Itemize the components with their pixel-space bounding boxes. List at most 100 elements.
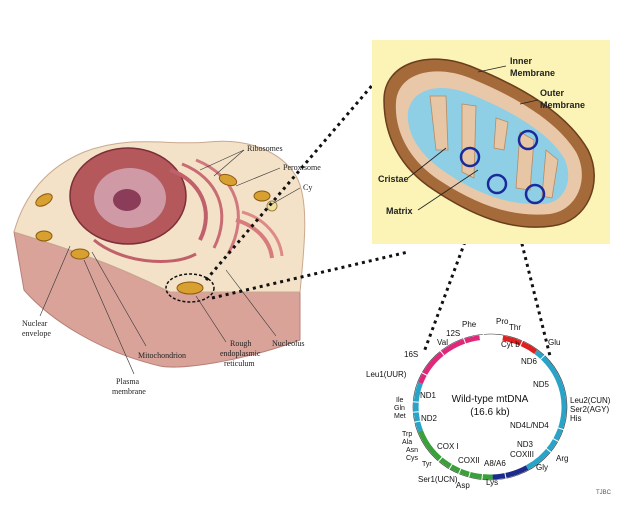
gene-nd5: ND5 (533, 380, 550, 389)
ring-segment-nd-right (525, 349, 567, 470)
ring-segment-dloop (479, 334, 504, 341)
label-inner-membrane-1: Inner (510, 56, 533, 66)
ring-segment-atp (492, 465, 529, 480)
zoom-lines (204, 47, 552, 357)
peroxisome-shape (266, 200, 278, 212)
label-nuclear-envelope-1: Nuclear (22, 319, 48, 328)
gene-nd1: ND1 (420, 391, 437, 400)
mtdna-ring (412, 333, 568, 481)
gene-phe: Phe (462, 320, 477, 329)
gene-thr: Thr (509, 323, 521, 332)
gene-asp: Asp (456, 481, 470, 490)
gene-nd3: ND3 (517, 440, 534, 449)
gene-trp: Trp (402, 431, 412, 438)
cell-mito-5 (176, 281, 204, 295)
gene-ser1: Ser1(UCN) (418, 475, 458, 484)
mito-leader-lines (407, 65, 539, 211)
trna-tick-16 (412, 411, 421, 413)
label-cy: Cy (303, 183, 312, 192)
trna-tick-17 (412, 401, 421, 403)
gene-ile: Ile (396, 397, 404, 404)
mitochondrion-panel: Inner Membrane Outer Membrane Cristae Ma… (372, 40, 610, 244)
er-fold-4 (93, 238, 197, 264)
label-mitochondrion: Mitochondrion (138, 351, 186, 360)
er-fold-2 (181, 162, 224, 249)
gene-12s: 12S (446, 329, 460, 338)
gene-cox3: COXIII (510, 450, 534, 459)
nucleolus-shape (113, 189, 141, 211)
gene-val: Val (437, 338, 448, 347)
cell-mito-2 (70, 248, 90, 260)
gene-gln: Gln (394, 405, 405, 412)
gene-tyr: Tyr (422, 461, 432, 468)
mito-markers (459, 129, 546, 205)
golgi-2 (241, 210, 284, 257)
gene-cytb: Cyt b (501, 340, 520, 349)
cell-illustration: Ribosomes Peroxisome Cy Nuclear envelope… (13, 140, 321, 396)
trna-tick-2 (462, 337, 467, 346)
trna-tick-3 (482, 333, 485, 342)
gene-glu: Glu (548, 338, 560, 347)
ring-segment-rrna (418, 335, 481, 385)
label-matrix: Matrix (386, 206, 413, 216)
ring-segment-nd-left (413, 382, 423, 432)
label-cristae: Cristae (378, 174, 409, 184)
trna-tick-0 (420, 371, 429, 377)
trna-tick-1 (439, 349, 446, 357)
mtdna-marker-4 (524, 183, 546, 205)
trna-tick-7 (551, 437, 560, 443)
mito-highlight-ring (165, 273, 215, 303)
trna-tick-14 (437, 455, 444, 463)
label-plasma-2: membrane (112, 387, 146, 396)
trna-tick-13 (448, 462, 454, 471)
gene-gly: Gly (536, 463, 548, 472)
gene-cox1: COX I (437, 442, 459, 451)
label-plasma-1: Plasma (116, 377, 140, 386)
trna-tick-15 (413, 420, 422, 423)
er-fold-1 (169, 168, 208, 241)
mtdna-map: Wild-type mtDNA (16.6 kb) Phe Pro Thr 12… (366, 317, 611, 490)
label-ribosomes: Ribosomes (247, 144, 283, 153)
gene-met: Met (394, 413, 406, 420)
gene-a8a6: A8/A6 (484, 459, 506, 468)
label-outer-membrane-2: Membrane (540, 100, 585, 110)
gene-cox2: COXII (458, 456, 480, 465)
mtdna-marker-2 (459, 146, 481, 168)
label-outer-membrane-1: Outer (540, 88, 565, 98)
ring-segment-cytb (502, 335, 538, 354)
cell-mito-3 (218, 173, 238, 187)
cell-leader-lines (39, 149, 301, 375)
trna-tick-10 (481, 472, 484, 481)
cell-mito-1 (35, 193, 53, 207)
trna-tick-12 (457, 467, 462, 475)
mtdna-title: Wild-type mtDNA (452, 394, 529, 405)
mtdna-size: (16.6 kb) (470, 407, 509, 418)
gene-asn: Asn (406, 447, 418, 454)
label-rough-er-3: reticulum (224, 359, 255, 368)
golgi-1 (235, 218, 274, 259)
trna-tick-4 (519, 339, 524, 348)
trna-tick-6 (556, 426, 565, 431)
mtdna-marker-3 (486, 173, 508, 195)
gene-nd2: ND2 (421, 414, 438, 423)
gene-his: His (570, 414, 582, 423)
mtdna-marker-1 (517, 129, 539, 151)
gene-16s: 16S (404, 350, 418, 359)
trna-tick-8 (544, 447, 552, 453)
cell-mito-6 (35, 230, 53, 242)
label-inner-membrane-2: Membrane (510, 68, 555, 78)
gene-ser2: Ser2(AGY) (570, 405, 609, 414)
gene-leu1: Leu1(UUR) (366, 370, 407, 379)
gene-ala: Ala (402, 439, 412, 446)
trna-tick-11 (468, 470, 472, 479)
gene-nd4l: ND4L/ND4 (510, 421, 549, 430)
label-rough-er-2: endoplasmic (220, 349, 261, 358)
label-rough-er-1: Rough (230, 339, 251, 348)
gene-nd6: ND6 (521, 357, 538, 366)
gene-leu2: Leu2(CUN) (570, 396, 611, 405)
label-nucleolus: Nucleolus (272, 339, 304, 348)
corner-mark: TJBC (596, 490, 612, 496)
gene-cys: Cys (406, 455, 419, 462)
gene-pro: Pro (496, 317, 509, 326)
ring-outline (412, 333, 568, 481)
